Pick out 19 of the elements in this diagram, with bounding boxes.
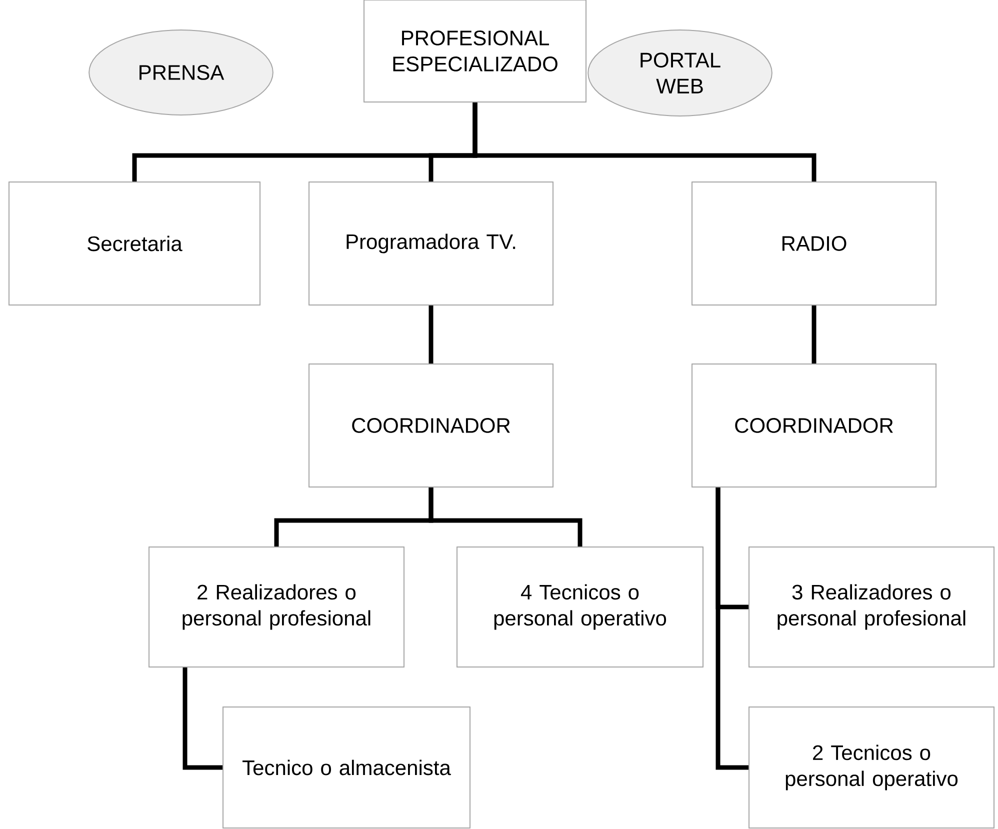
connector-line (428, 488, 582, 546)
org-box: Secretaria (8, 182, 260, 306)
org-box: Tecnico o almacenista (222, 706, 470, 828)
connector-line (472, 102, 816, 182)
connector-line (716, 488, 748, 770)
org-box: 4 Tecnicos o personal operativo (456, 546, 704, 668)
org-box: PROFESIONAL ESPECIALIZADO (364, 0, 586, 102)
org-box: COORDINADOR (692, 364, 936, 488)
org-box: Programadora TV. (308, 182, 554, 306)
ellipse-node: PORTAL WEB (588, 30, 772, 116)
org-box: RADIO (692, 182, 936, 306)
org-box: 2 Realizadores o personal profesional (148, 546, 404, 668)
ellipse-node: PRENSA (88, 30, 274, 116)
connector-line (428, 306, 434, 364)
org-box: 2 Tecnicos o personal operativo (748, 706, 994, 828)
org-box: COORDINADOR (308, 364, 554, 488)
connector-line (182, 668, 222, 770)
connector-line (812, 306, 816, 364)
org-box: 3 Realizadores o personal profesional (748, 546, 994, 668)
